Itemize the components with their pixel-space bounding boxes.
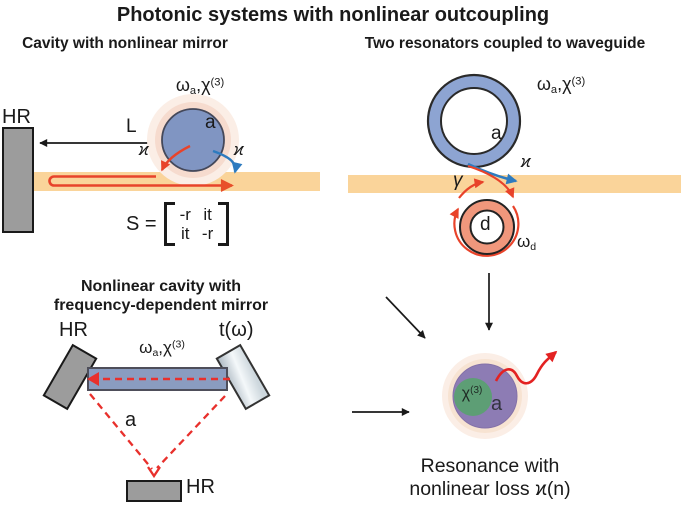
matrix-cell-12: it xyxy=(203,205,212,224)
matrix-cell-21: it xyxy=(180,224,190,243)
freq-panel-subtitle: Nonlinear cavity with frequency-dependen… xyxy=(53,278,269,314)
matrix-body: -r it it -r xyxy=(163,202,230,246)
cavity-beam-dashed-left xyxy=(89,393,153,470)
waveguide-right xyxy=(348,175,681,193)
hr-mirror-tilted-left xyxy=(42,343,98,411)
hr-mirror-bottom xyxy=(126,480,182,502)
freq-cavity-mode-label: a xyxy=(125,409,137,431)
cavity-panel-subtitle: Cavity with nonlinear mirror xyxy=(22,35,228,52)
radiated-loss-squiggle-arrow xyxy=(494,350,558,385)
connector-arrow-diagonal xyxy=(385,296,426,339)
intracavity-arrowhead xyxy=(87,372,99,386)
hr-tilted-left-label: HR xyxy=(59,319,88,341)
ring-kappa-arrow xyxy=(467,162,518,185)
ring-d-circulation-arrow xyxy=(449,205,520,257)
matrix-lhs: S = xyxy=(126,212,157,235)
resonance-caption: Resonance with nonlinear loss ϰ(n) xyxy=(409,455,571,500)
figure-title: Photonic systems with nonlinear outcoupl… xyxy=(116,4,550,26)
chi3-region-circle xyxy=(454,378,492,416)
coupling-arc-down xyxy=(467,164,515,199)
matrix-bracket-right xyxy=(218,202,230,246)
matrix-cell-11: -r xyxy=(179,205,191,224)
kappa-right-arrow xyxy=(212,149,243,174)
resonator-a-circle xyxy=(161,108,225,172)
omega-chi-label-ring: ωa,χ(3) xyxy=(536,74,586,97)
gamma-label: γ xyxy=(453,170,463,191)
omega-chi-label-cavity: ωa,χ(3) xyxy=(175,75,225,98)
omega-chi-label-bar: ωa,χ(3) xyxy=(139,338,185,359)
ring-kappa-label: ϰ xyxy=(521,152,531,171)
t-omega-mirror-tilted-right xyxy=(215,343,271,411)
kappa-left-arrow xyxy=(160,144,191,172)
ring-a-label: a xyxy=(491,123,502,144)
beam-vertex-arrowhead xyxy=(147,466,161,479)
kappa-left-label: ϰ xyxy=(139,140,149,159)
ring-a-inner xyxy=(440,87,508,155)
matrix-bracket-left xyxy=(163,202,175,246)
omega-d-label: ωd xyxy=(517,232,537,253)
matrix-cell-22: -r xyxy=(201,224,214,243)
chi3-region-label: χ(3) xyxy=(461,385,483,402)
hr-mirror-rect xyxy=(2,127,34,233)
coupling-arc-up xyxy=(458,178,485,199)
scattering-matrix: S = -r it it -r xyxy=(126,202,230,246)
resonance-mode-label: a xyxy=(491,393,503,415)
resonators-panel-subtitle: Two resonators coupled to waveguide xyxy=(364,35,646,52)
ring-d-inner xyxy=(469,209,505,245)
mode-a-label: a xyxy=(205,112,216,133)
hr-mirror-label: HR xyxy=(2,106,31,128)
t-omega-label: t(ω) xyxy=(219,319,254,341)
hr-bottom-label: HR xyxy=(186,476,215,498)
ring-d-label: d xyxy=(480,214,491,235)
waveguide-bounce-arrow xyxy=(48,175,234,192)
cavity-length-label: L xyxy=(126,116,137,137)
cavity-beam-dashed-right xyxy=(156,395,226,469)
kappa-right-label: ϰ xyxy=(234,140,244,159)
